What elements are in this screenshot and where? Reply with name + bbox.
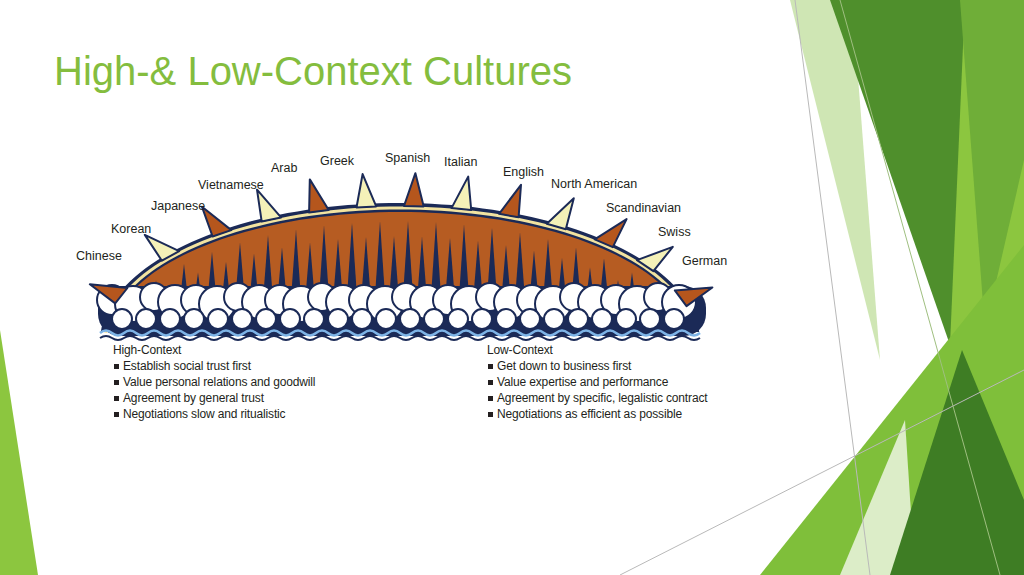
- bullet-item: Agreement by general trust: [113, 390, 315, 406]
- wave-line: [100, 331, 700, 336]
- cloud-puff: [544, 309, 564, 329]
- culture-spike: [675, 288, 713, 307]
- arc-rim: [101, 203, 700, 332]
- culture-spike: [309, 179, 329, 212]
- culture-label: Arab: [271, 161, 297, 175]
- cloud-puff: [664, 309, 684, 329]
- bullet-item: Value expertise and performance: [487, 374, 707, 390]
- culture-spike: [595, 219, 627, 247]
- deep-green-triangle: [890, 350, 1024, 575]
- culture-spike: [404, 173, 424, 206]
- dark-green-triangle: [830, 0, 965, 345]
- cloud-puff: [232, 309, 252, 329]
- cloud-puff: [592, 309, 612, 329]
- bullet-item: Negotiations as efficient as possible: [487, 406, 707, 422]
- bullet-item: Agreement by specific, legalistic contra…: [487, 390, 707, 406]
- cloud-puff: [400, 309, 420, 329]
- arc-band: [110, 212, 691, 333]
- cloud-puff: [496, 309, 516, 329]
- bullet-item: Value personal relations and goodwill: [113, 374, 315, 390]
- bullet-item: Negotiations slow and ritualistic: [113, 406, 315, 422]
- culture-spike: [357, 174, 377, 207]
- cloud-puff: [472, 309, 492, 329]
- cloud-puff: [280, 309, 300, 329]
- cloud-puff: [328, 309, 348, 329]
- bullet-item: Get down to business first: [487, 358, 707, 374]
- left-green-sliver: [0, 330, 38, 575]
- cloud-puff: [376, 309, 396, 329]
- culture-label: Korean: [111, 222, 151, 236]
- culture-label: Spanish: [385, 151, 430, 165]
- culture-label: Chinese: [76, 249, 122, 263]
- culture-spike: [90, 284, 128, 303]
- culture-label: Vietnamese: [198, 178, 264, 192]
- culture-spike: [637, 247, 673, 271]
- context-column: High-ContextEstablish social trust first…: [113, 342, 315, 422]
- culture-label: Italian: [444, 155, 477, 169]
- cloud-puff: [616, 309, 636, 329]
- culture-spike: [499, 185, 521, 218]
- cloud-puff: [160, 309, 180, 329]
- cloud-puff: [640, 309, 660, 329]
- cloud-puff: [184, 309, 204, 329]
- cloud-puff: [304, 309, 324, 329]
- culture-spike: [257, 190, 281, 222]
- culture-label: Greek: [320, 154, 354, 168]
- culture-label: English: [503, 165, 544, 179]
- culture-label: North American: [551, 177, 637, 191]
- bullet-item: Establish social trust first: [113, 358, 315, 374]
- thin-line: [840, 0, 1000, 575]
- cloud-puff: [112, 309, 132, 329]
- column-heading: High-Context: [113, 342, 315, 358]
- culture-spike: [202, 207, 231, 237]
- culture-spike: [145, 235, 179, 261]
- cloud-puff: [208, 309, 228, 329]
- thin-line: [795, 0, 870, 575]
- culture-label: Swiss: [658, 225, 691, 239]
- cloud-puff: [136, 309, 156, 329]
- bright-green-triangle: [760, 245, 1024, 575]
- cloud-puff: [568, 309, 588, 329]
- slide-title: High-& Low-Context Cultures: [54, 51, 572, 91]
- cloud-puff: [520, 309, 540, 329]
- culture-label: Japanese: [151, 199, 205, 213]
- cloud-puff: [256, 309, 276, 329]
- culture-spike: [452, 177, 472, 210]
- culture-spike: [547, 198, 574, 229]
- culture-label: German: [682, 254, 727, 268]
- context-column: Low-ContextGet down to business firstVal…: [487, 342, 707, 422]
- cloud-puff: [424, 309, 444, 329]
- column-heading: Low-Context: [487, 342, 707, 358]
- wave-line: [100, 336, 700, 340]
- cloud-puff: [352, 309, 372, 329]
- arc-highlight: [106, 208, 695, 333]
- cloud-puff: [448, 309, 468, 329]
- culture-label: Scandinavian: [606, 201, 681, 215]
